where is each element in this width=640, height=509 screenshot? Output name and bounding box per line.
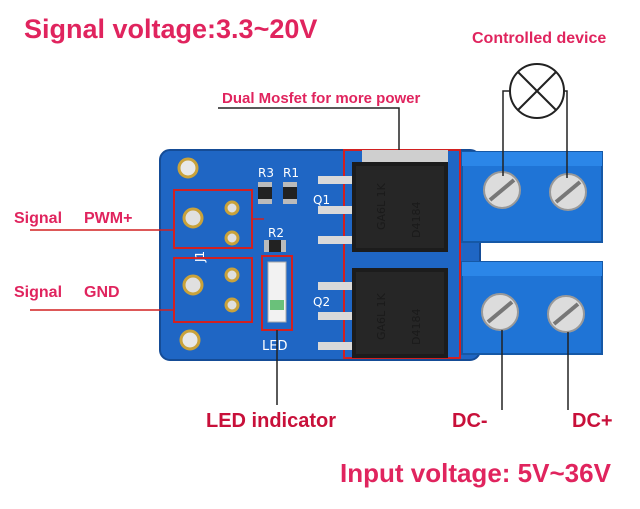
chip-q2-mark2: D4184	[410, 309, 423, 345]
chip-q2-mark1: GA6L 1K	[375, 292, 388, 340]
pin-pad	[224, 230, 240, 246]
chip-q1-mark2: D4184	[410, 202, 423, 238]
pin-pad	[224, 200, 240, 216]
gnd-highlight	[173, 257, 253, 323]
chip-q1-mark1: GA6L 1K	[375, 182, 388, 230]
mount-hole	[177, 157, 199, 179]
label-controlled-device: Controlled device	[472, 30, 607, 47]
pin-pad	[224, 267, 240, 283]
mount-hole	[179, 329, 201, 351]
pin-pad	[182, 274, 204, 296]
resistor-r1	[283, 182, 297, 204]
label-led-indicator: LED indicator	[206, 410, 337, 432]
resistor-r3	[258, 182, 272, 204]
label-dc-minus: DC-	[452, 410, 488, 432]
resistor-r2	[264, 240, 286, 252]
label-input-voltage: Input voltage: 5V~36V	[340, 458, 611, 488]
pin-pad	[224, 297, 240, 313]
label-dual-mosfet: Dual Mosfet for more power	[222, 90, 421, 107]
silk-r3: R3	[258, 166, 274, 180]
silk-q1: Q1	[313, 193, 330, 207]
silk-r1: R1	[283, 166, 299, 180]
pin-pad	[182, 207, 204, 229]
label-signal-gnd-prefix: Signal	[14, 284, 63, 301]
label-dc-plus: DC+	[572, 410, 613, 432]
silk-led: LED	[262, 339, 287, 354]
mosfet-leader	[218, 107, 400, 150]
label-signal-pwm-prefix: Signal	[14, 210, 63, 227]
silk-q2: Q2	[313, 295, 330, 309]
silk-r2: R2	[268, 226, 284, 240]
silk-j1: J1	[193, 251, 207, 263]
label-signal-pwm: PWM+	[84, 210, 133, 227]
label-signal-gnd: GND	[84, 284, 120, 301]
led-component	[267, 261, 287, 323]
title-signal-voltage: Signal voltage:3.3~20V	[24, 14, 318, 44]
